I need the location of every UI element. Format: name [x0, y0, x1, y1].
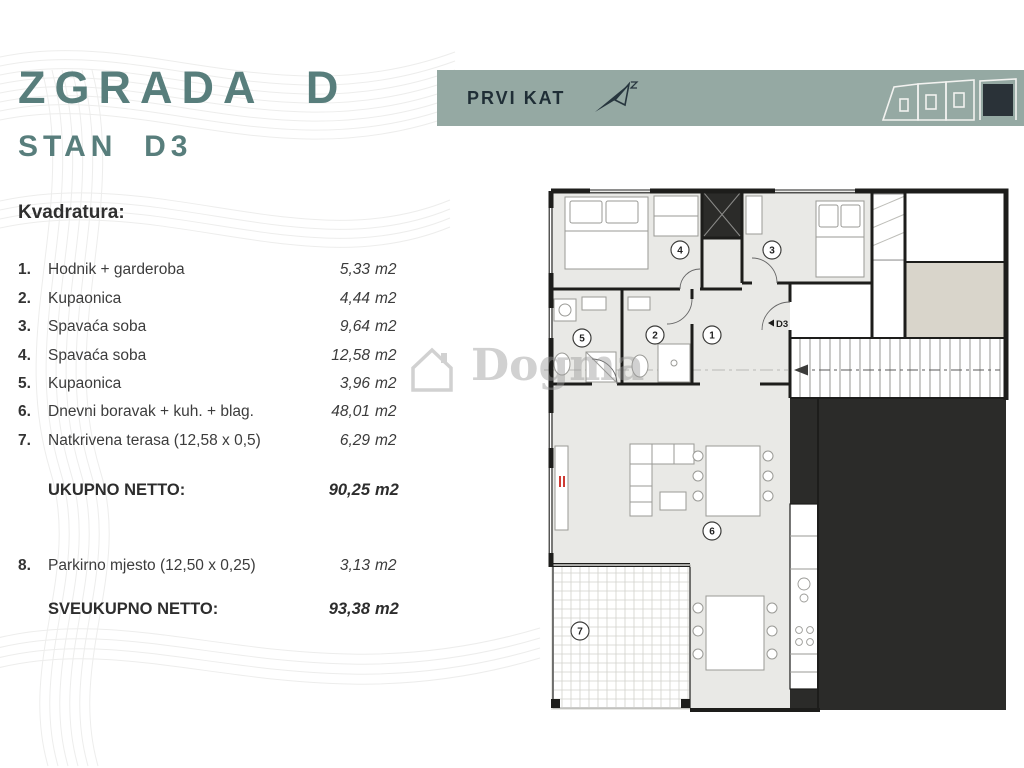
room-number-badges: 1 2 3 4 5 6 7 — [570, 240, 782, 641]
area-table: 1. Hodnik + garderoba 5,33 m2 2. Kupaoni… — [18, 256, 402, 455]
area-row-value: 9,64 — [339, 318, 370, 336]
area-row-unit: m2 — [375, 289, 397, 307]
area-row-label: Kupaonica — [48, 289, 122, 307]
area-row-value: 48,01 — [331, 403, 370, 421]
area-row-label: Natkrivena terasa (12,58 x 0,5) — [48, 431, 261, 449]
washer — [553, 298, 577, 322]
room-number-4: 4 — [677, 246, 683, 257]
entrance-marker-icon — [768, 319, 774, 327]
area-row-label: Parkirno mjesto (12,50 x 0,25) — [48, 557, 256, 575]
area-row-6: 6. Dnevni boravak + kuh. + blag. 48,01 m… — [18, 398, 402, 426]
area-row-3: 3. Spavaća soba 9,64 m2 — [18, 313, 402, 341]
subtotal-label: UKUPNO NETTO: — [48, 480, 186, 499]
room-number-6: 6 — [709, 527, 715, 538]
area-row-unit: m2 — [375, 261, 397, 279]
toilet — [631, 354, 649, 378]
elevator-shaft — [702, 191, 742, 238]
total-label: SVEUKUPNO NETTO: — [48, 599, 219, 618]
area-row-number: 7. — [18, 431, 31, 449]
floor-header-bar: PRVI KAT — [437, 70, 1024, 126]
building-title: ZGRADA D — [18, 62, 348, 113]
subtotal-row: UKUPNO NETTO: 90,25 m2 — [18, 476, 402, 504]
door-arcs — [591, 257, 791, 385]
area-row-number: 5. — [18, 374, 31, 392]
stair-landing-area — [904, 261, 1007, 339]
area-row-unit: m2 — [375, 557, 397, 575]
windows — [548, 189, 855, 567]
area-row-unit: m2 — [375, 318, 397, 336]
hatched-closet — [871, 193, 906, 261]
area-row-number: 3. — [18, 318, 31, 336]
north-arrow-icon — [595, 81, 639, 112]
building-locator-icon — [881, 78, 1017, 121]
highlighted-unit — [983, 84, 1013, 116]
area-row-4: 4. Spavaća soba 12,58 m2 — [18, 341, 402, 369]
stair-direction-arrow — [794, 364, 808, 376]
area-row-label: Spavaća soba — [48, 318, 147, 336]
sink — [627, 296, 651, 311]
unit-label: D3 — [776, 319, 788, 330]
tv-accent-marks — [559, 476, 565, 487]
floor-label: PRVI KAT — [467, 87, 566, 108]
kitchen-counter — [789, 503, 819, 690]
subtotal-value: 90,25 — [328, 480, 370, 499]
shower — [657, 343, 691, 383]
area-row-value: 6,29 — [339, 431, 370, 449]
area-row-7: 7. Natkrivena terasa (12,58 x 0,5) 6,29 … — [18, 427, 402, 455]
background-waves-decoration — [0, 50, 541, 767]
area-row-2: 2. Kupaonica 4,44 m2 — [18, 284, 402, 312]
neighbor-unit-mass — [790, 398, 1006, 710]
area-row-5: 5. Kupaonica 3,96 m2 — [18, 370, 402, 398]
area-row-value: 12,58 — [331, 346, 370, 364]
area-row-number: 1. — [18, 261, 31, 279]
area-row-unit: m2 — [375, 403, 397, 421]
area-row-number: 6. — [18, 403, 31, 421]
area-row-value: 4,44 — [339, 289, 370, 307]
terrace-tiles — [551, 564, 691, 709]
area-row-unit: m2 — [375, 346, 397, 364]
area-row-value: 3,13 — [339, 557, 370, 575]
dining-table — [705, 595, 765, 671]
section-title: Kvadratura: — [18, 202, 125, 223]
unit-entrance-label: D3 — [768, 319, 788, 330]
room-number-5: 5 — [579, 334, 585, 345]
walls — [548, 188, 1009, 712]
total-row: SVEUKUPNO NETTO: 93,38 m2 — [18, 595, 402, 623]
staircase — [790, 338, 1006, 398]
dresser — [745, 195, 763, 235]
total-unit: m2 — [375, 599, 399, 618]
furniture — [553, 195, 865, 671]
coffee-table — [659, 491, 687, 511]
floorplan: 1 2 3 4 5 6 7 D3 — [544, 188, 1009, 712]
area-row-value: 5,33 — [339, 261, 370, 279]
unit-title: STAN D3 — [18, 130, 193, 163]
area-row-unit: m2 — [375, 374, 397, 392]
room-number-1: 1 — [709, 331, 715, 342]
area-row-label: Spavaća soba — [48, 346, 147, 364]
area-row-number: 8. — [18, 557, 31, 575]
tv-sideboard — [554, 445, 569, 531]
room-number-2: 2 — [652, 331, 658, 342]
area-row-label: Hodnik + garderoba — [48, 261, 185, 279]
area-row-number: 2. — [18, 289, 31, 307]
total-value: 93,38 — [328, 599, 370, 618]
area-row-unit: m2 — [375, 431, 397, 449]
area-row-label: Dnevni boravak + kuh. + blag. — [48, 403, 254, 421]
dining-table — [705, 445, 761, 517]
sink — [581, 296, 607, 311]
room-number-7: 7 — [577, 627, 583, 638]
room-number-3: 3 — [769, 246, 775, 257]
area-row-label: Kupaonica — [48, 374, 122, 392]
area-row-value: 3,96 — [339, 374, 370, 392]
sofa — [629, 443, 695, 465]
toilet — [553, 352, 571, 376]
area-row-number: 4. — [18, 346, 31, 364]
area-row-1: 1. Hodnik + garderoba 5,33 m2 — [18, 256, 402, 284]
subtotal-unit: m2 — [375, 480, 399, 499]
parking-row: 8. Parkirno mjesto (12,50 x 0,25) 3,13 m… — [18, 552, 402, 580]
terrace-sliding-door — [553, 563, 690, 567]
